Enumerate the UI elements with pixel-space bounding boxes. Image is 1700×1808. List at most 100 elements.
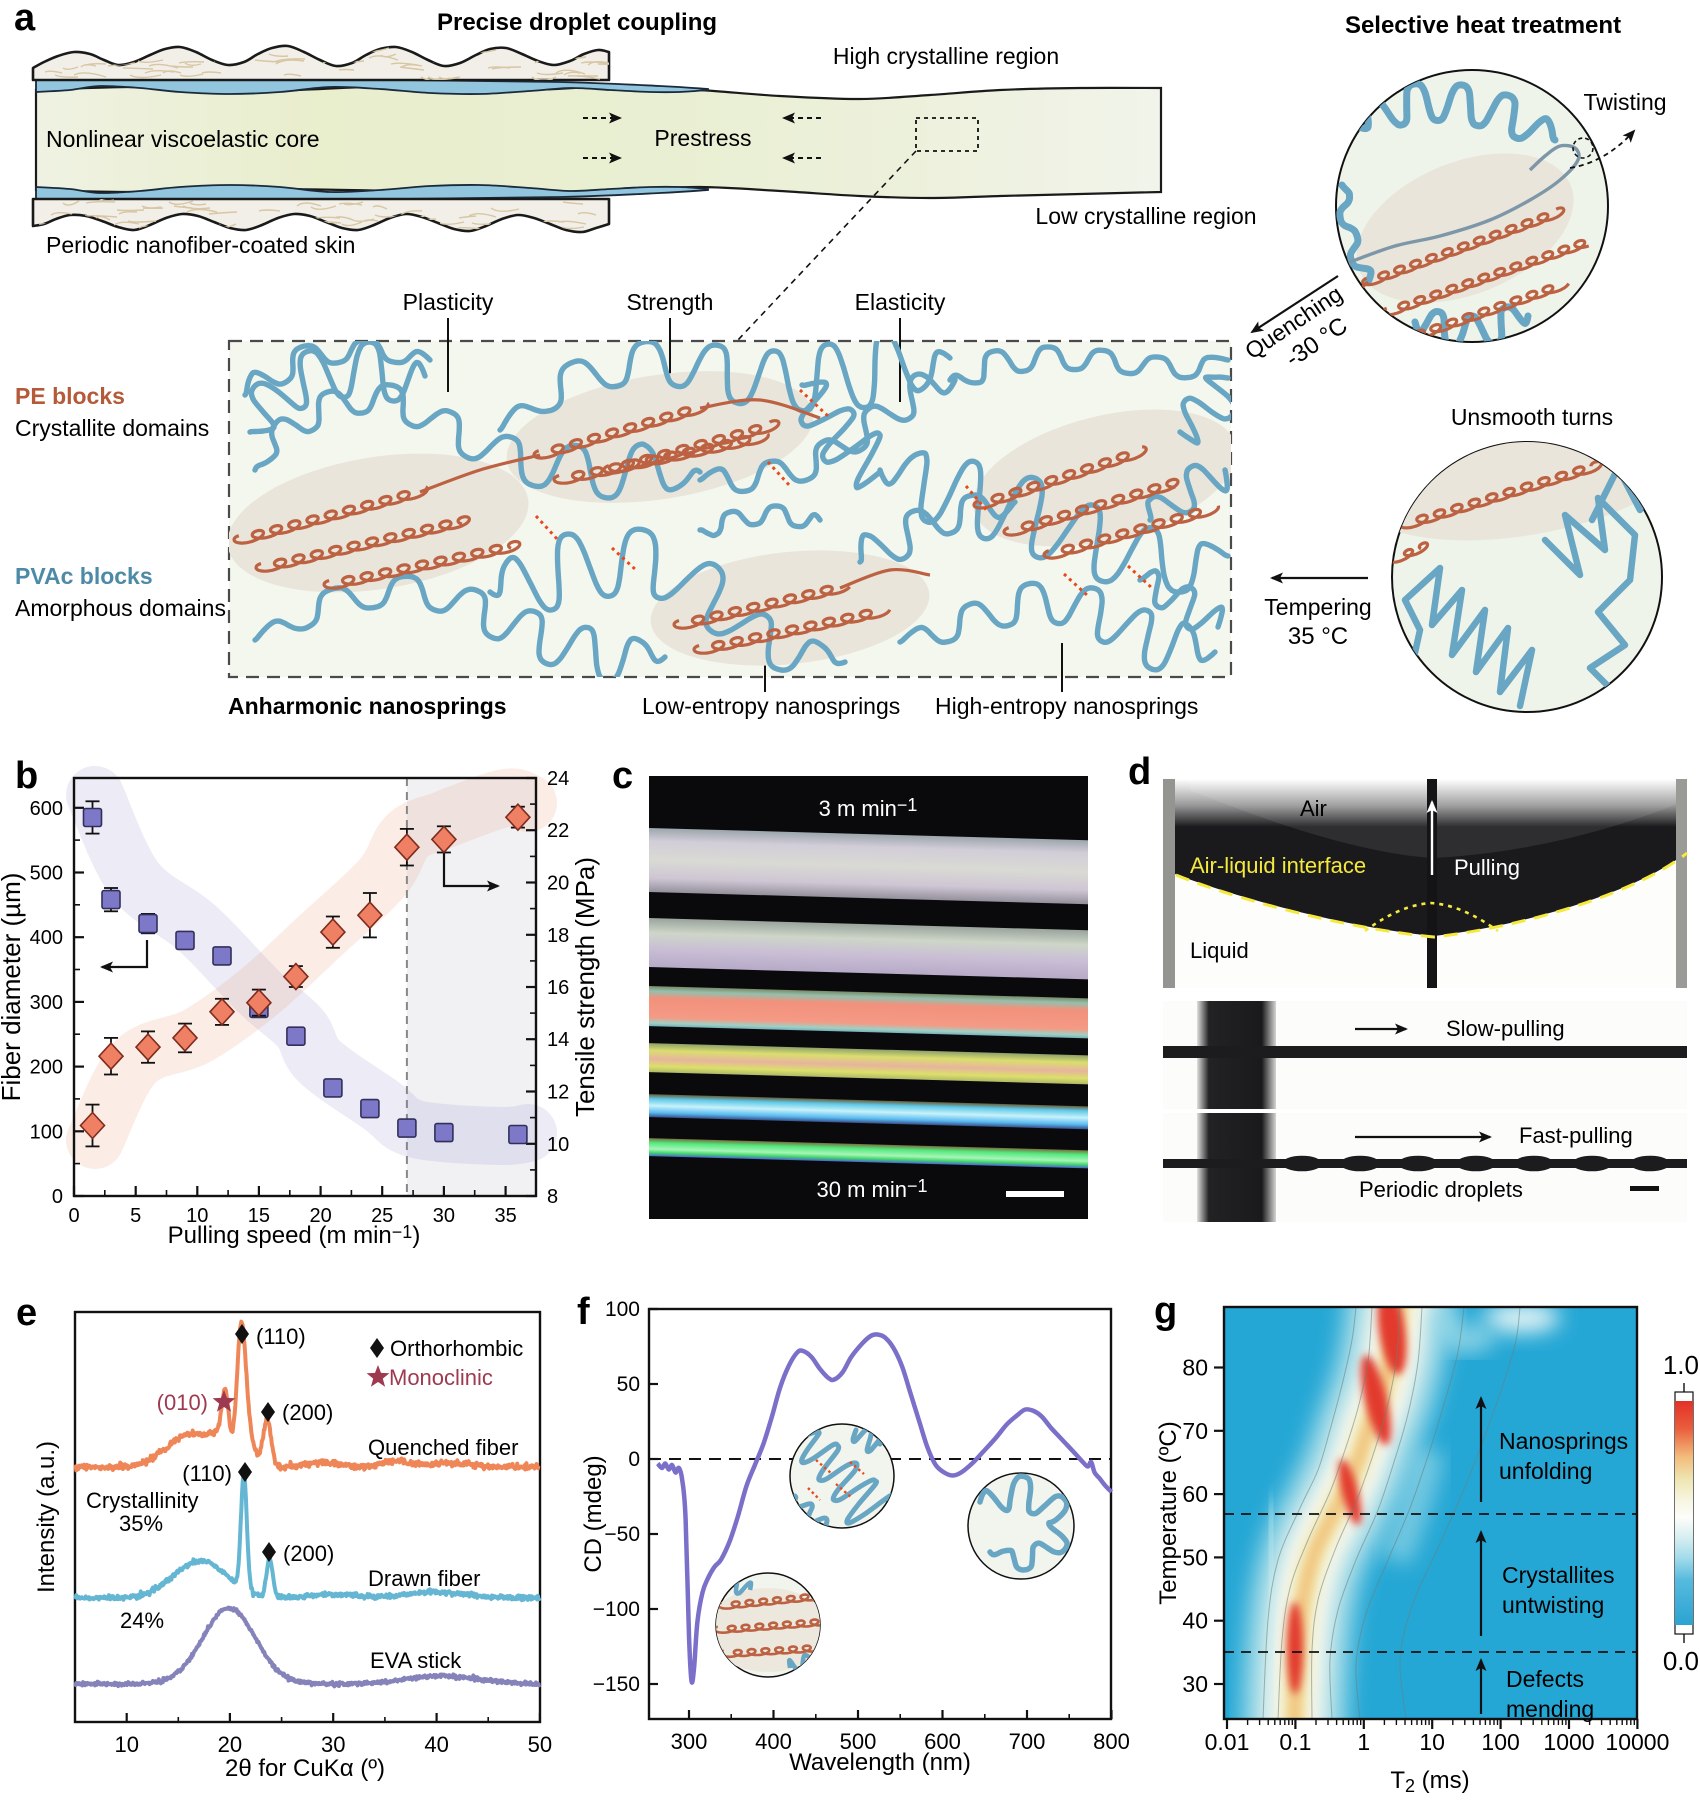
svg-text:10: 10 [114,1732,138,1757]
svg-text:g: g [1154,1290,1177,1332]
svg-text:30: 30 [433,1205,455,1227]
svg-text:25: 25 [371,1205,393,1227]
svg-text:e: e [16,1292,37,1334]
svg-text:70: 70 [1182,1418,1208,1444]
svg-text:High-entropy nanosprings: High-entropy nanosprings [935,693,1198,719]
svg-text:10: 10 [547,1134,569,1156]
svg-text:(010): (010) [157,1390,208,1415]
svg-text:0.01: 0.01 [1205,1729,1250,1755]
svg-text:100: 100 [1481,1729,1519,1755]
svg-text:unfolding: unfolding [1499,1458,1592,1484]
svg-text:35: 35 [494,1205,516,1227]
svg-text:Quenched fiber: Quenched fiber [368,1435,518,1460]
svg-text:Nanosprings: Nanosprings [1499,1428,1628,1454]
svg-text:200: 200 [30,1057,63,1079]
svg-text:Crystallite domains: Crystallite domains [15,415,209,441]
svg-text:10000: 10000 [1605,1729,1669,1755]
svg-text:Strength: Strength [627,289,714,315]
svg-text:Low-entropy nanosprings: Low-entropy nanosprings [642,693,900,719]
svg-text:10: 10 [1419,1729,1445,1755]
svg-text:1: 1 [1357,1729,1370,1755]
svg-text:0.0: 0.0 [1663,1646,1699,1676]
svg-text:30: 30 [321,1732,345,1757]
svg-text:Crystallinity: Crystallinity [86,1488,198,1513]
svg-text:100: 100 [605,1298,640,1321]
svg-text:Pulling speed (m min−1): Pulling speed (m min−1) [168,1222,421,1249]
svg-text:40: 40 [1182,1608,1208,1634]
svg-text:CD (mdeg): CD (mdeg) [580,1455,607,1572]
svg-text:(200): (200) [283,1541,334,1566]
svg-text:500: 500 [840,1729,877,1754]
svg-text:Pulling: Pulling [1454,855,1520,880]
svg-text:8: 8 [547,1186,558,1208]
svg-text:b: b [15,755,38,797]
svg-text:14: 14 [547,1029,569,1051]
svg-text:Selective heat treatment: Selective heat treatment [1345,12,1621,39]
svg-text:−50: −50 [604,1523,640,1546]
svg-text:100: 100 [30,1121,63,1143]
svg-text:12: 12 [547,1082,569,1104]
svg-text:30: 30 [1182,1671,1208,1697]
svg-text:a: a [14,0,36,39]
svg-text:Defects: Defects [1506,1666,1584,1692]
svg-text:300: 300 [671,1729,708,1754]
svg-text:10: 10 [186,1205,208,1227]
svg-text:−150: −150 [593,1673,640,1696]
svg-text:50: 50 [1182,1544,1208,1570]
svg-text:Low crystalline region: Low crystalline region [1035,203,1256,229]
svg-text:0: 0 [628,1448,640,1471]
svg-text:untwisting: untwisting [1502,1592,1604,1618]
svg-text:T2 (ms): T2 (ms) [1390,1767,1469,1796]
svg-text:22: 22 [547,820,569,842]
svg-text:15: 15 [248,1205,270,1227]
svg-text:Liquid: Liquid [1190,938,1249,963]
svg-text:Periodic nanofiber-coated skin: Periodic nanofiber-coated skin [46,232,355,258]
svg-text:50: 50 [617,1373,640,1396]
svg-text:40: 40 [424,1732,448,1757]
svg-text:(110): (110) [256,1324,306,1349]
svg-text:Prestress: Prestress [654,125,751,151]
svg-text:0: 0 [52,1186,63,1208]
svg-text:(200): (200) [282,1400,333,1425]
svg-text:20: 20 [218,1732,242,1757]
svg-text:Elasticity: Elasticity [855,289,946,315]
svg-text:Wavelength (nm): Wavelength (nm) [789,1749,971,1776]
svg-text:600: 600 [924,1729,961,1754]
svg-text:−100: −100 [593,1598,640,1621]
svg-text:d: d [1128,751,1151,793]
svg-text:1.0: 1.0 [1663,1350,1699,1380]
svg-text:mending: mending [1506,1696,1594,1722]
svg-text:EVA stick: EVA stick [370,1648,462,1673]
svg-text:High crystalline region: High crystalline region [833,43,1059,69]
svg-text:PE blocks: PE blocks [15,383,125,409]
svg-text:20: 20 [309,1205,331,1227]
svg-text:35 °C: 35 °C [1288,623,1348,650]
svg-text:f: f [577,1291,590,1333]
svg-text:c: c [612,755,633,797]
svg-text:35%: 35% [119,1511,163,1536]
svg-text:Precise droplet coupling: Precise droplet coupling [437,9,717,36]
svg-text:0.1: 0.1 [1279,1729,1311,1755]
svg-text:30 m min−1: 30 m min−1 [816,1176,927,1202]
svg-text:Tempering: Tempering [1264,594,1371,620]
svg-text:Amorphous domains: Amorphous domains [15,595,226,621]
svg-text:400: 400 [755,1729,792,1754]
svg-text:Air-liquid interface: Air-liquid interface [1190,853,1366,878]
svg-text:Periodic droplets: Periodic droplets [1359,1177,1523,1202]
svg-text:Air: Air [1300,796,1327,821]
svg-text:Slow-pulling: Slow-pulling [1446,1016,1565,1041]
svg-text:20: 20 [547,873,569,895]
svg-text:(110): (110) [182,1461,232,1486]
svg-text:80: 80 [1182,1355,1208,1381]
svg-text:0: 0 [68,1205,79,1227]
svg-text:Fiber diameter (µm): Fiber diameter (µm) [0,873,26,1102]
svg-text:Twisting: Twisting [1583,89,1666,115]
svg-text:5: 5 [130,1205,141,1227]
svg-text:Monoclinic: Monoclinic [389,1365,493,1390]
svg-text:Tensile strength (MPa): Tensile strength (MPa) [570,857,600,1117]
svg-text:24: 24 [547,768,569,790]
svg-text:1000: 1000 [1543,1729,1594,1755]
svg-text:50: 50 [528,1732,552,1757]
svg-text:700: 700 [1009,1729,1046,1754]
svg-text:PVAc blocks: PVAc blocks [15,563,153,589]
